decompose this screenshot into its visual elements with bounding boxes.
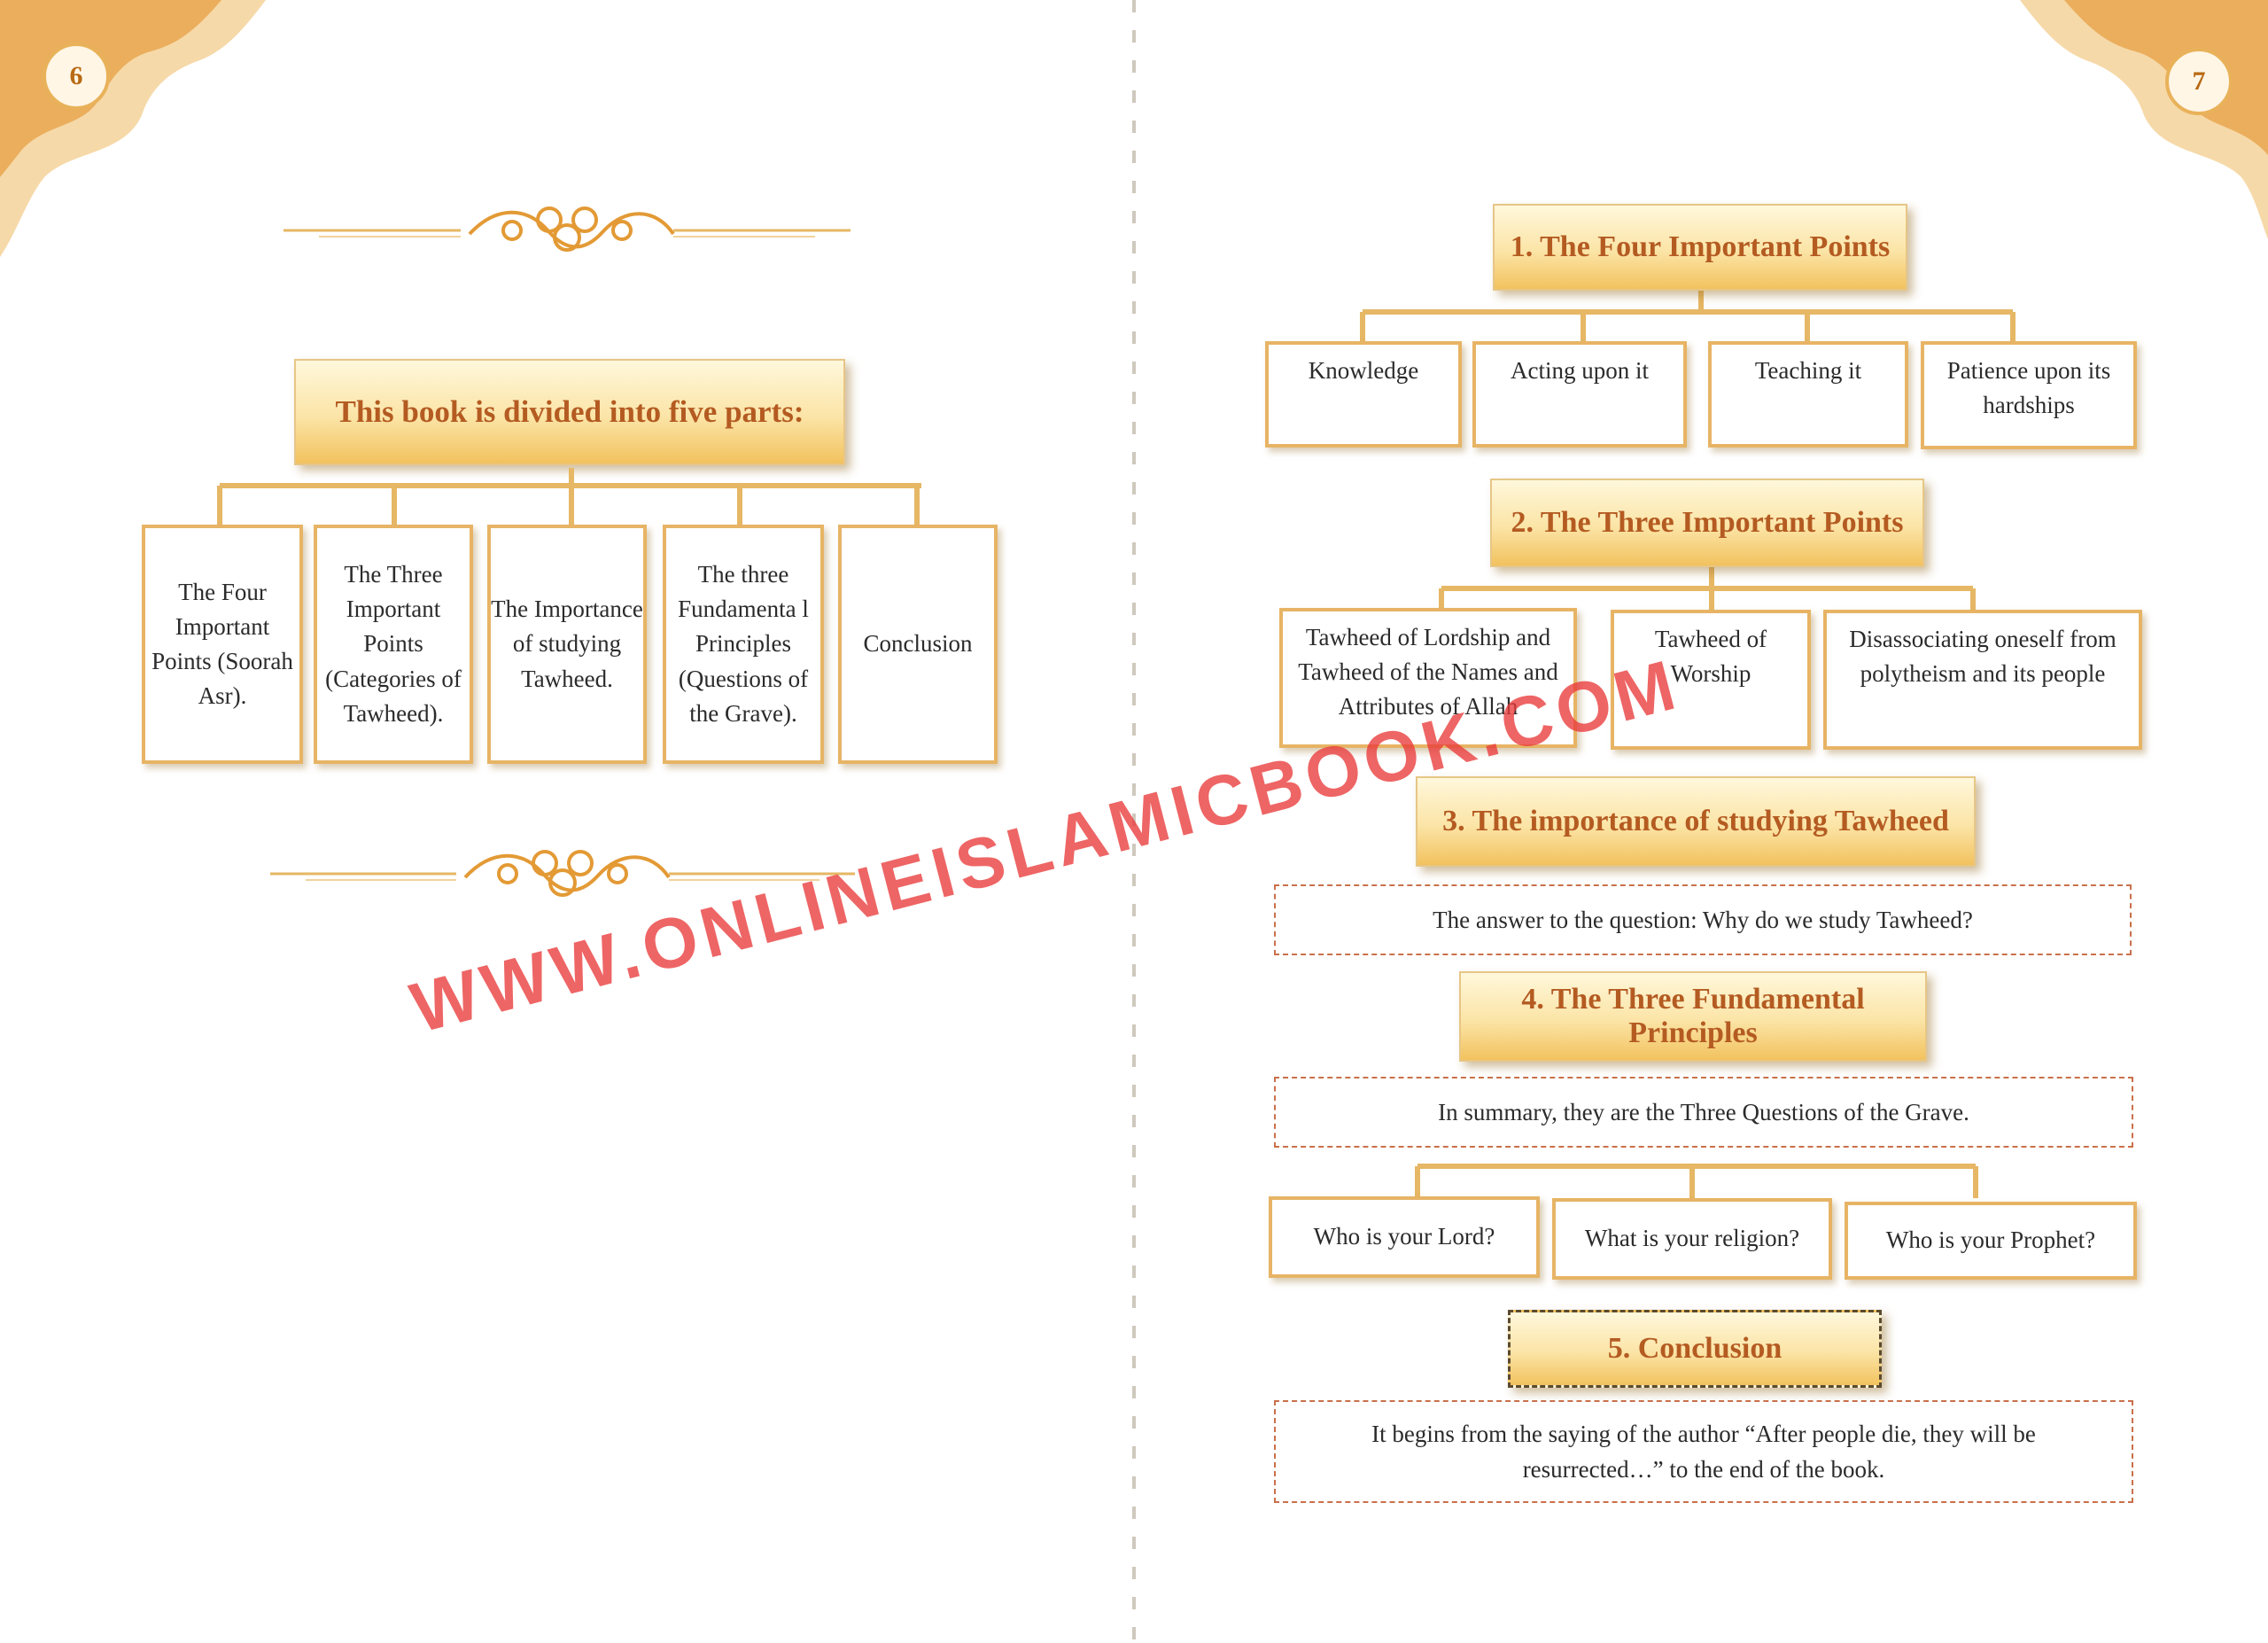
item-label: Patience upon its hardships bbox=[1946, 357, 2111, 419]
part-box-three-points: The Three Important Points (Categories o… bbox=[314, 525, 473, 764]
item-label: Teaching it bbox=[1754, 357, 1862, 384]
section-3-note: The answer to the question: Why do we st… bbox=[1433, 906, 1973, 933]
item-label: Tawheed of Lordship and Tawheed of the N… bbox=[1298, 624, 1558, 720]
question-label: Who is your Lord? bbox=[1313, 1223, 1495, 1250]
section-3-title: 3. The importance of studying Tawheed bbox=[1442, 804, 1949, 837]
item-label: Tawheed of Worship bbox=[1654, 626, 1767, 688]
part-label: Conclusion bbox=[863, 630, 973, 658]
ornament-divider-bottom bbox=[270, 850, 855, 900]
section-3-note-box: The answer to the question: Why do we st… bbox=[1274, 884, 2132, 955]
item-label: Acting upon it bbox=[1511, 357, 1649, 384]
item-label: Disassociating oneself from polytheism a… bbox=[1849, 626, 2117, 688]
section-1-title: 1. The Four Important Points bbox=[1510, 230, 1891, 263]
section-4-title: 4. The Three Fundamental Principles bbox=[1521, 982, 1865, 1049]
question-label: What is your religion? bbox=[1584, 1225, 1800, 1252]
section-5-header: 5. Conclusion bbox=[1508, 1310, 1882, 1388]
item-box-tawheed-worship: Tawheed of Worship bbox=[1611, 610, 1811, 750]
section-4-note: In summary, they are the Three Questions… bbox=[1438, 1098, 1969, 1125]
section-4-note-box: In summary, they are the Three Questions… bbox=[1274, 1077, 2133, 1148]
item-box-knowledge: Knowledge bbox=[1265, 341, 1462, 448]
section-2-title: 2. The Three Important Points bbox=[1511, 505, 1904, 539]
left-title-text: This book is divided into five parts: bbox=[335, 394, 804, 430]
question-box-prophet: Who is your Prophet? bbox=[1845, 1202, 2137, 1280]
part-box-four-points: The Four Important Points (Soorah Asr). bbox=[142, 525, 303, 764]
part-label: The Four Important Points (Soorah Asr). bbox=[151, 578, 293, 710]
item-box-patience: Patience upon its hardships bbox=[1921, 341, 2137, 449]
left-title-banner: This book is divided into five parts: bbox=[294, 359, 845, 465]
right-connector-lines bbox=[1360, 291, 2016, 1198]
part-label: The Three Important Points (Categories o… bbox=[325, 561, 462, 727]
part-label: The Importance of studying Tawheed. bbox=[491, 596, 643, 692]
section-4-header: 4. The Three Fundamental Principles bbox=[1459, 971, 1927, 1062]
part-box-importance: The Importance of studying Tawheed. bbox=[487, 525, 647, 764]
page-number-badge: 6 bbox=[43, 43, 110, 110]
question-label: Who is your Prophet? bbox=[1885, 1226, 2096, 1254]
item-box-tawheed-lordship: Tawheed of Lordship and Tawheed of the N… bbox=[1279, 608, 1577, 748]
left-page: 6 This book is divided into five parts: … bbox=[0, 0, 1132, 1643]
question-box-religion: What is your religion? bbox=[1552, 1198, 1832, 1280]
ornament-divider-top bbox=[284, 206, 850, 253]
part-label: The three Fundamenta l Principles (Quest… bbox=[678, 561, 809, 727]
item-box-acting-upon-it: Acting upon it bbox=[1472, 341, 1687, 448]
section-1-header: 1. The Four Important Points bbox=[1493, 204, 1907, 291]
item-box-disassociating: Disassociating oneself from polytheism a… bbox=[1823, 610, 2142, 750]
part-box-conclusion: Conclusion bbox=[838, 525, 998, 764]
part-box-fundamental-principles: The three Fundamenta l Principles (Quest… bbox=[663, 525, 824, 764]
question-box-lord: Who is your Lord? bbox=[1269, 1196, 1540, 1278]
book-spine bbox=[1132, 0, 1136, 1643]
right-page: 7 1. The Four Important Points Knowledge… bbox=[1136, 0, 2268, 1643]
page-number-badge: 7 bbox=[2165, 48, 2233, 115]
section-5-note-box: It begins from the saying of the author … bbox=[1274, 1400, 2133, 1503]
section-2-header: 2. The Three Important Points bbox=[1490, 479, 1924, 567]
section-5-note: It begins from the saying of the author … bbox=[1371, 1420, 2036, 1483]
section-5-title: 5. Conclusion bbox=[1607, 1331, 1783, 1365]
section-3-header: 3. The importance of studying Tawheed bbox=[1416, 776, 1976, 867]
item-box-teaching-it: Teaching it bbox=[1708, 341, 1908, 448]
left-connector-lines bbox=[217, 468, 921, 526]
item-label: Knowledge bbox=[1308, 357, 1419, 384]
